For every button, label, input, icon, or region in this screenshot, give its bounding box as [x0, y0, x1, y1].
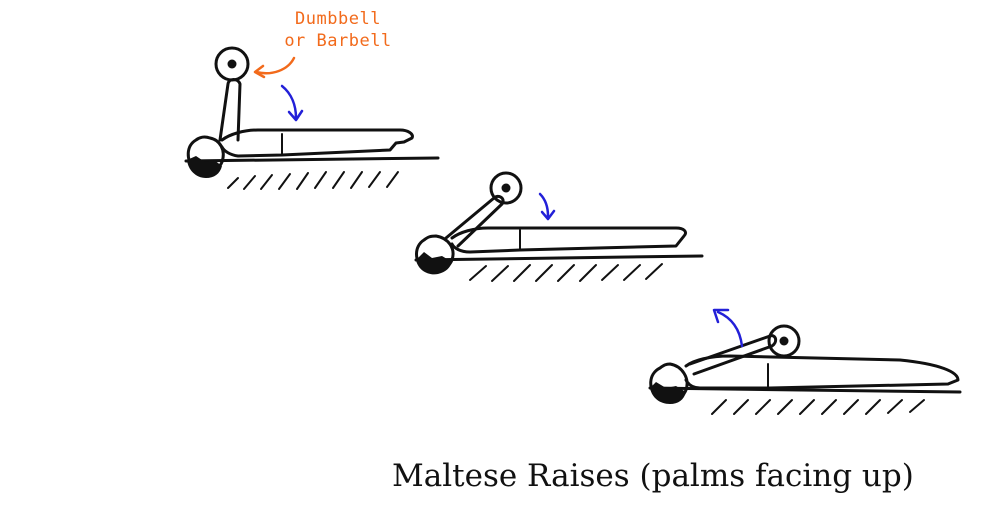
- dumbbell-center: [501, 183, 511, 193]
- arm: [444, 194, 505, 248]
- body: [450, 226, 688, 254]
- movement-arrow-down: [538, 192, 550, 218]
- dumbbell-plate: [489, 171, 523, 205]
- floor-hatching: [469, 263, 663, 282]
- dumbbell-center: [227, 59, 237, 69]
- floor-line: [184, 156, 440, 163]
- movement-arrow-down: [280, 84, 298, 120]
- floor-hatching: [711, 399, 925, 415]
- exercise-caption: Maltese Raises (palms facing up): [392, 458, 914, 494]
- annotation-line-1: Dumbbell: [295, 9, 381, 29]
- head: [649, 362, 689, 404]
- movement-arrow-up: [716, 310, 744, 348]
- annotation-line-2: or Barbell: [284, 31, 392, 51]
- dumbbell-plate: [767, 324, 801, 358]
- arm: [218, 78, 242, 142]
- dumbbell-center: [779, 336, 789, 346]
- head: [415, 234, 455, 275]
- head: [186, 135, 225, 178]
- figure-stage-3: [648, 308, 962, 415]
- dumbbell-plate: [214, 46, 250, 82]
- floor-hatching: [227, 171, 399, 190]
- figure-stage-2: [414, 171, 704, 282]
- annotation-arrow: [254, 56, 296, 75]
- body: [220, 128, 414, 158]
- figure-stage-1: [184, 46, 440, 190]
- floor-line: [414, 254, 704, 262]
- equipment-annotation: Dumbbell or Barbell: [268, 8, 408, 52]
